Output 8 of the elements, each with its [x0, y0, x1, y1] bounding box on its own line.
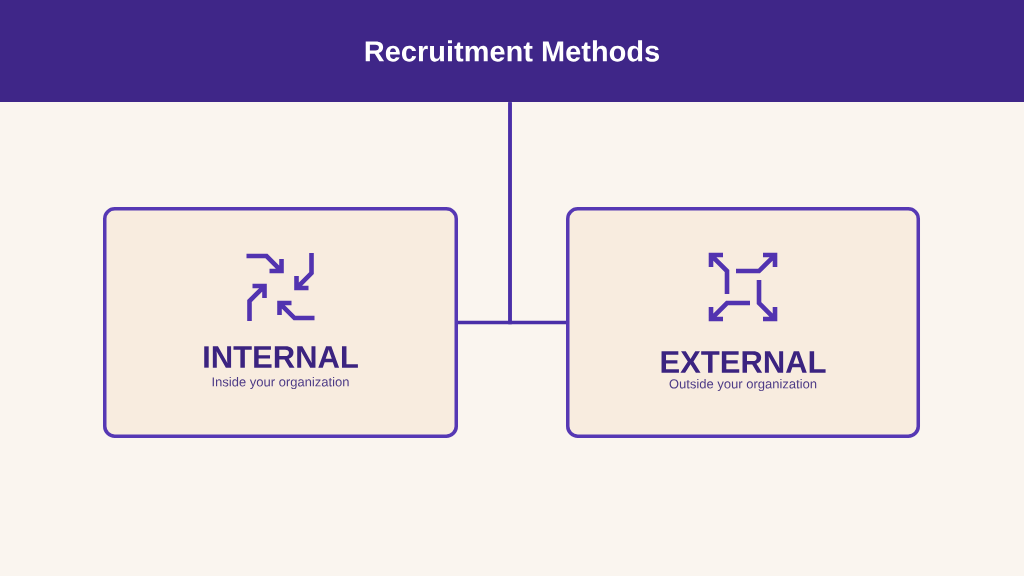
rounded-box	[566, 207, 920, 438]
title-banner: Recruitment Methods	[0, 0, 1024, 102]
rounded-box	[103, 207, 458, 438]
card-subtitle: Outside your organization	[669, 378, 817, 392]
card-heading: EXTERNAL	[661, 351, 826, 373]
card-subtitle: Inside your organization	[212, 376, 349, 390]
connector-line	[508, 102, 566, 325]
card-heading: INTERNAL	[204, 346, 358, 368]
